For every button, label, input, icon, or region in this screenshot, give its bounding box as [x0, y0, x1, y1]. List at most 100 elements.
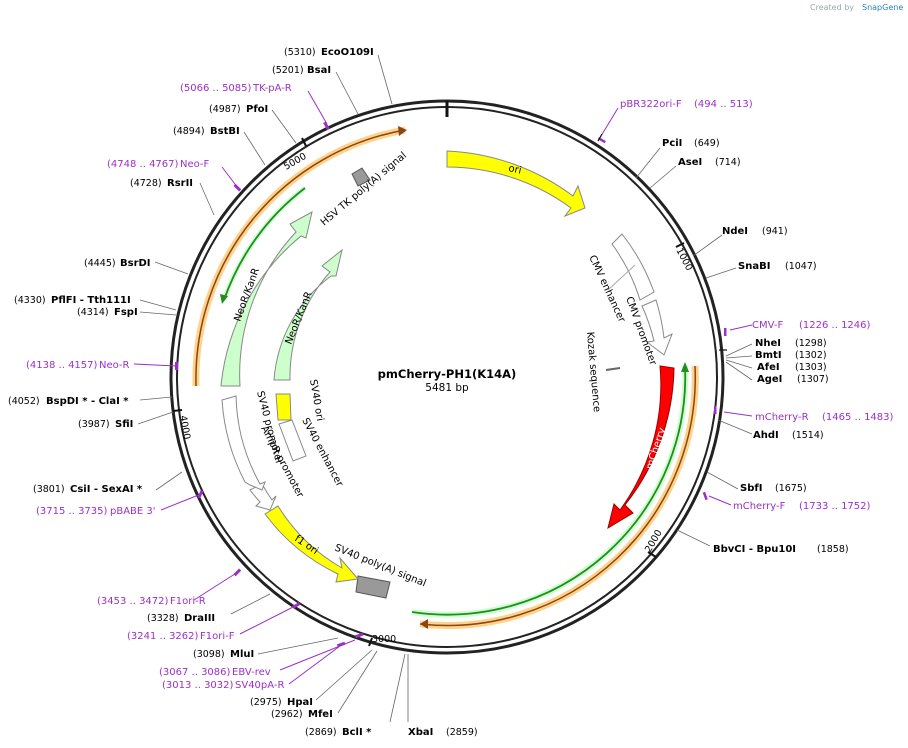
enzyme-asei-pos: (714): [715, 157, 741, 168]
enzyme-ahdi[interactable]: AhdI: [753, 430, 779, 441]
enzyme-sfii[interactable]: SfiI: [115, 419, 133, 430]
primer-neo-r[interactable]: Neo-R: [99, 360, 130, 371]
enzyme-snabi-pos: (1047): [785, 261, 817, 272]
primer-neo-r-range: (4138 .. 4157): [26, 360, 98, 371]
enzyme-bcli-pos: (2869): [305, 727, 337, 738]
enzyme-pcii-pos: (649): [694, 138, 720, 149]
primer-mcherry-f-range: (1733 .. 1752): [799, 501, 871, 512]
enzyme-draiii[interactable]: DraIII: [184, 613, 215, 624]
mcherry-feature[interactable]: [607, 365, 675, 530]
ori-feature[interactable]: [446, 150, 586, 218]
primer-ebv-rev[interactable]: EBV-rev: [232, 667, 271, 678]
enzyme-xbai-pos: (2859): [446, 727, 478, 738]
ampr-promoter-feature[interactable]: [249, 483, 277, 511]
hsv-tk-label: HSV TK poly(A) signal: [319, 150, 409, 228]
enzyme-ndei-pos: (941): [762, 226, 788, 237]
primer-pbabe3-range: (3715 .. 3735): [36, 506, 108, 517]
primer-f1ori-f[interactable]: F1ori-F: [200, 631, 235, 642]
enzyme-ecoo109i[interactable]: EcoO109I: [321, 47, 374, 58]
enzyme-pfoi[interactable]: PfoI: [246, 104, 268, 115]
enzyme-rsrii-pos: (4728): [130, 178, 162, 189]
enzyme-hpai-pos: (2975): [250, 697, 282, 708]
enzyme-pflfi[interactable]: PflFI - Tth111I: [51, 295, 131, 306]
enzyme-bspdi-pos: (4052): [8, 396, 40, 407]
enzyme-bsai[interactable]: BsaI: [307, 65, 331, 76]
enzyme-bspdi[interactable]: BspDI * - ClaI *: [46, 396, 129, 407]
sv40-promoter-feature[interactable]: [221, 395, 266, 491]
tick-4000: 4000: [177, 415, 192, 441]
enzyme-ahdi-pos: (1514): [792, 430, 824, 441]
primer-ebv-rev-range: (3067 .. 3086): [159, 667, 231, 678]
enzyme-pflfi-pos: (4330): [14, 295, 46, 306]
credit-text: Created by: [810, 3, 854, 12]
enzyme-bstbi[interactable]: BstBI: [210, 126, 240, 137]
enzyme-bmti[interactable]: BmtI: [755, 350, 782, 361]
enzyme-mfei[interactable]: MfeI: [308, 709, 333, 720]
neo-inner-label: NeoR/KanR: [284, 290, 315, 346]
enzyme-mlui[interactable]: MluI: [230, 649, 254, 660]
plasmid-length: 5481 bp: [425, 382, 469, 394]
enzyme-xbai[interactable]: XbaI: [408, 727, 433, 738]
primer-tk-pa-r[interactable]: TK-pA-R: [252, 83, 292, 94]
enzyme-bbvci[interactable]: BbvCI - Bpu10I: [713, 544, 796, 555]
enzyme-pcii[interactable]: PciI: [662, 138, 682, 149]
hsv-tk-polya-feature[interactable]: [351, 167, 371, 187]
primer-f1ori-f-range: (3241 .. 3262): [127, 631, 199, 642]
enzyme-mlui-pos: (3098): [193, 649, 225, 660]
enzyme-afei[interactable]: AfeI: [757, 362, 780, 373]
enzyme-fspi[interactable]: FspI: [114, 307, 138, 318]
primer-neo-f-range: (4748 .. 4767): [107, 159, 179, 170]
enzyme-agei-pos: (1307): [797, 374, 829, 385]
enzyme-sfii-pos: (3987): [78, 419, 110, 430]
primer-cmv-f[interactable]: CMV-F: [752, 320, 783, 331]
enzyme-afei-pos: (1303): [795, 362, 827, 373]
sv40-ori-feature[interactable]: [275, 393, 292, 421]
enzyme-draiii-pos: (3328): [147, 613, 179, 624]
primer-sv40pa-r-range: (3013 .. 3032): [162, 680, 234, 691]
primer-sv40pa-r[interactable]: SV40pA-R: [235, 680, 284, 691]
neo-right-band[interactable]: [411, 365, 689, 618]
snapgene-brand: SnapGene: [862, 3, 903, 12]
kozak-feature[interactable]: [605, 367, 621, 371]
primer-mcherry-r[interactable]: mCherry-R: [755, 412, 809, 423]
f1-ori-feature[interactable]: [264, 505, 359, 583]
enzyme-bbvci-pos: (1858): [817, 544, 849, 555]
sv40-polya-feature[interactable]: [355, 575, 391, 599]
enzyme-asei[interactable]: AseI: [678, 157, 702, 168]
sv40-enhancer-feature[interactable]: [278, 419, 307, 462]
primer-f1ori-r[interactable]: F1ori-R: [170, 596, 206, 607]
enzyme-agei[interactable]: AgeI: [757, 374, 782, 385]
enzyme-snabi[interactable]: SnaBI: [738, 261, 770, 272]
primer-mcherry-f[interactable]: mCherry-F: [733, 501, 786, 512]
enzyme-csii-pos: (3801): [33, 484, 65, 495]
primer-pbr322ori-f[interactable]: pBR322ori-F: [620, 99, 682, 110]
enzyme-bstbi-pos: (4894): [173, 126, 205, 137]
enzyme-sbfi[interactable]: SbfI: [740, 483, 762, 494]
enzyme-fspi-pos: (4314): [77, 307, 109, 318]
enzyme-sbfi-pos: (1675): [775, 483, 807, 494]
enzyme-bcli[interactable]: BclI *: [342, 727, 372, 738]
enzyme-rsrii[interactable]: RsrII: [167, 178, 193, 189]
enzyme-mfei-pos: (2962): [271, 709, 303, 720]
cmv-promoter-feature[interactable]: [641, 299, 673, 356]
neo-outer-feature[interactable]: [220, 211, 313, 387]
enzyme-pfoi-pos: (4987): [209, 104, 241, 115]
primer-neo-f[interactable]: Neo-F: [180, 159, 210, 170]
cmv-enhancer-label: CMV enhancer: [586, 254, 627, 325]
ori-label: ori: [507, 163, 522, 176]
enzyme-ndei[interactable]: NdeI: [722, 226, 748, 237]
primer-mcherry-r-range: (1465 .. 1483): [822, 412, 894, 423]
enzyme-csii[interactable]: CsiI - SexAI *: [70, 484, 143, 495]
primer-tk-pa-r-range: (5066 .. 5085): [180, 83, 252, 94]
enzyme-bsrdi[interactable]: BsrDI: [120, 258, 151, 269]
enzyme-hpai[interactable]: HpaI: [287, 697, 313, 708]
primer-pbabe3[interactable]: pBABE 3': [110, 506, 156, 517]
neo-inner-feature[interactable]: [273, 248, 343, 381]
kozak-label: Kozak sequence: [584, 331, 602, 412]
enzyme-nhei[interactable]: NheI: [755, 338, 781, 349]
primer-f1ori-r-range: (3453 .. 3472): [97, 596, 169, 607]
sv40-enhancer-label: SV40 enhancer: [299, 416, 345, 489]
mcherry-label: mCherry: [644, 426, 668, 471]
enzyme-ecoo109i-pos: (5310): [284, 47, 316, 58]
